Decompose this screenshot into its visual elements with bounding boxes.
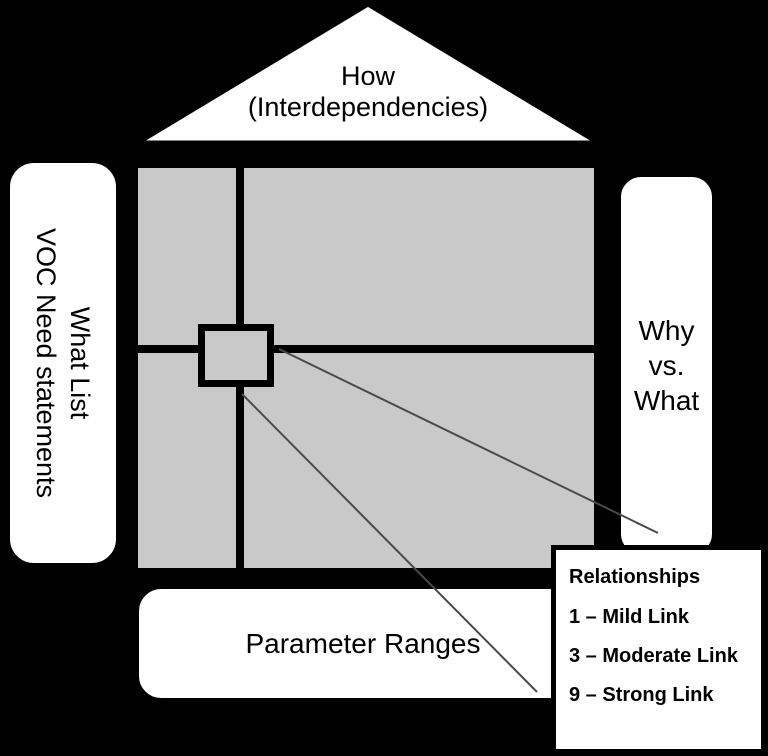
why-vs-what-line1: Why <box>638 315 695 346</box>
why-vs-what-line3: What <box>633 385 700 416</box>
what-list-label: What List VOC Need statements <box>29 228 97 498</box>
why-vs-what-line2: vs. <box>648 350 685 381</box>
parameter-ranges-label: Parameter Ranges <box>245 627 481 659</box>
why-vs-what-label: Why vs. What <box>634 313 699 418</box>
roof-label-line1: How <box>340 61 395 91</box>
legend-item-mild: 1 – Mild Link <box>569 606 690 628</box>
roof-triangle-shape <box>127 1 609 146</box>
what-list-label-line1: What List <box>65 306 95 420</box>
roof-triangle <box>127 1 609 146</box>
what-list-panel: What List VOC Need statements <box>4 157 122 569</box>
highlighted-matrix-cell <box>198 324 274 387</box>
legend-item-strong: 9 – Strong Link <box>569 684 714 706</box>
legend-item-moderate: 3 – Moderate Link <box>569 645 738 667</box>
what-list-label-line2: VOC Need statements <box>31 227 61 499</box>
relationships-legend: Relationships 1 – Mild Link 3 – Moderate… <box>551 545 766 754</box>
relationship-matrix <box>138 168 594 568</box>
why-vs-what-panel: Why vs. What <box>615 171 718 560</box>
roof-label-line2: (Interdependencies) <box>247 92 489 122</box>
legend-title: Relationships <box>569 566 701 588</box>
parameter-ranges-panel: Parameter Ranges <box>133 583 593 704</box>
roof-label: How (Interdependencies) <box>168 61 568 123</box>
